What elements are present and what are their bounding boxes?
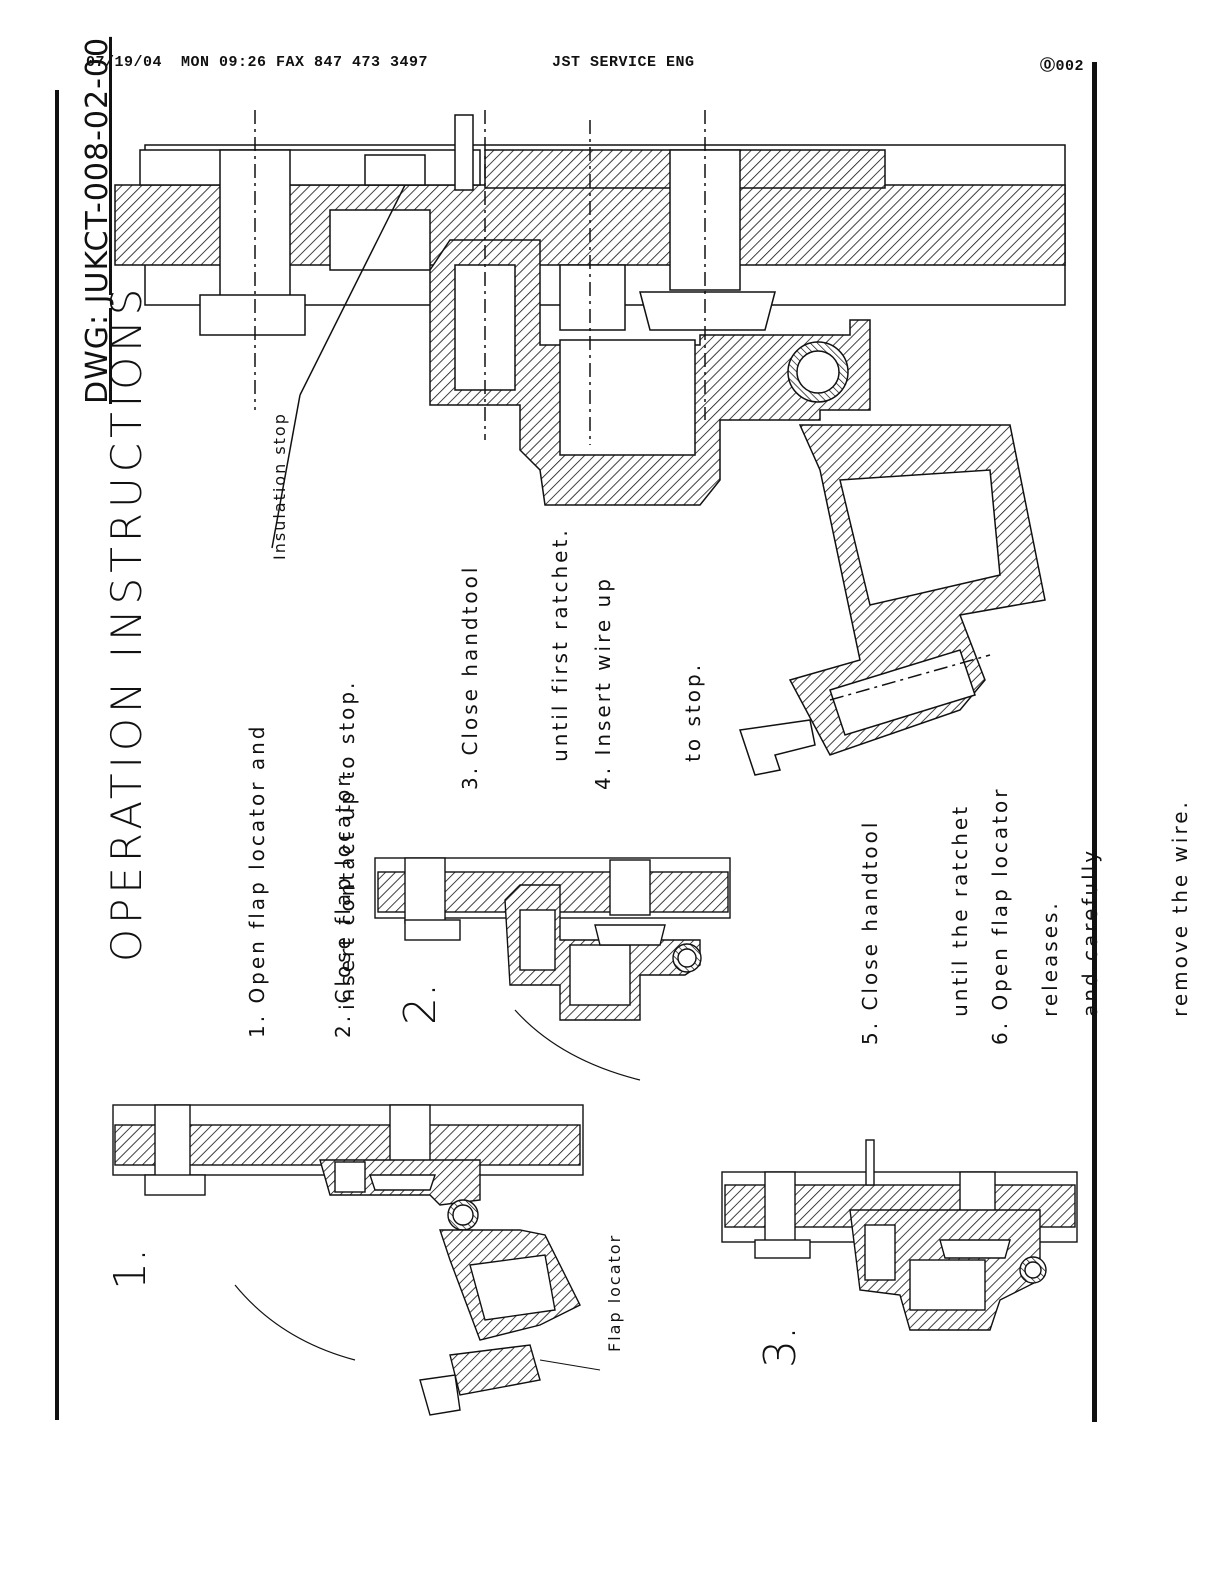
step-5-line-1: 5. Close handtool xyxy=(858,819,882,1045)
figure-number-2: 2. xyxy=(395,983,446,1025)
step-6-line-2: and carefully xyxy=(1078,847,1102,1045)
main-tool-drawing xyxy=(114,110,1066,776)
step-6-line-1: 6. Open flap locator xyxy=(988,786,1012,1045)
step-2-line-1: 2. Close flap locator. xyxy=(331,767,355,1038)
step-4: 4. Insert wire up to stop. xyxy=(528,576,738,790)
figure-number-3: 3. xyxy=(755,1326,806,1368)
step-6-line-3: remove the wire. xyxy=(1168,799,1192,1045)
insulation-stop-label: Insulation stop xyxy=(270,412,289,560)
flap-locator-label: Flap locator xyxy=(605,1233,624,1352)
right-border-line xyxy=(1092,62,1097,1422)
step-2: 2. Close flap locator. xyxy=(268,768,388,1038)
step-4-line-1: 4. Insert wire up xyxy=(591,576,615,790)
figure-1-drawing xyxy=(112,1104,601,1416)
fax-header-sender: 07/19/04 MON 09:26 FAX 847 473 3497 xyxy=(86,54,429,71)
left-border-line xyxy=(55,90,59,1420)
figure-2-drawing xyxy=(374,857,731,1081)
step-4-line-2: to stop. xyxy=(681,661,705,790)
step-3-line-1: 3. Close handtool xyxy=(458,564,482,790)
figure-number-1: 1. xyxy=(105,1248,156,1290)
fax-header-page-number: ⓪002 xyxy=(1040,58,1085,75)
page-title: OPERATION INSTRUCTIONS xyxy=(102,283,151,962)
step-6: 6. Open flap locator and carefully remov… xyxy=(925,787,1224,1045)
figure-3-drawing xyxy=(721,1139,1078,1331)
fax-header-department: JST SERVICE ENG xyxy=(552,54,695,71)
